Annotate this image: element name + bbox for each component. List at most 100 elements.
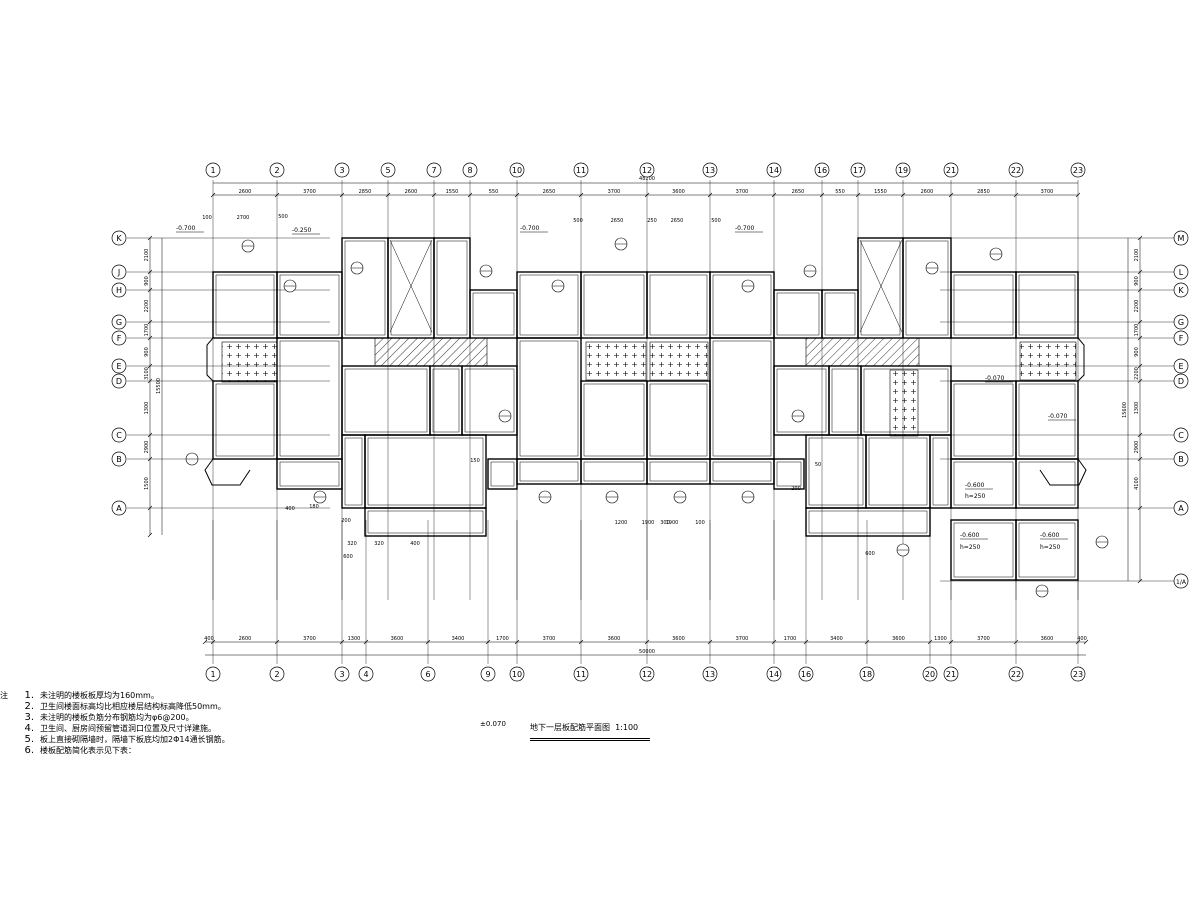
axis-bubble [573, 162, 589, 178]
room-inner-line [583, 274, 645, 336]
elevation-label: -0.070 [985, 375, 1005, 382]
room-wall [805, 434, 867, 509]
void-pattern [1019, 341, 1077, 381]
room-inner-line [583, 383, 645, 457]
axis-bubble [111, 427, 127, 443]
room-wall [580, 380, 648, 460]
dim-tick [147, 235, 153, 241]
dim-overall-top: 48200 [639, 176, 655, 182]
room-inner-line [344, 437, 363, 506]
room-wall [212, 271, 278, 339]
local-dim-text: 320 [374, 541, 384, 547]
axis-label-top: 2 [274, 166, 279, 175]
axis-label-top: 1 [210, 166, 215, 175]
dim-tick [514, 639, 520, 645]
room-wall [341, 237, 389, 339]
dim-tick [707, 639, 713, 645]
room-inner-line [432, 368, 460, 433]
axis-label-top: 21 [946, 166, 956, 175]
axis-label-left: D [116, 377, 122, 386]
local-dim-text: 1200 [615, 520, 628, 526]
room-inner-line [808, 437, 864, 506]
dim-text: 3600 [672, 189, 685, 195]
axis-bubble [814, 162, 830, 178]
dim-text: 2900 [144, 441, 150, 454]
axis-bubble [1008, 162, 1024, 178]
room-inner-line [712, 274, 772, 336]
room-inner-line [279, 274, 340, 336]
dim-text: 550 [835, 189, 845, 195]
dim-tick [1137, 319, 1143, 325]
room-inner-line [649, 274, 708, 336]
dim-tick [1075, 639, 1081, 645]
dim-tick [578, 639, 584, 645]
dim-tick [1083, 639, 1089, 645]
dim-tick [363, 639, 369, 645]
dim-tick [147, 378, 153, 384]
axis-label-left: E [116, 362, 121, 371]
axis-label-bottom: 4 [363, 670, 368, 679]
axis-label-right: D [1178, 377, 1184, 386]
axis-label-top: 23 [1073, 166, 1083, 175]
room-wall [950, 271, 1017, 339]
title-underline [530, 738, 650, 739]
dim-text: 1300 [348, 636, 361, 642]
axis-bubble [269, 162, 285, 178]
bay-window [1039, 458, 1087, 486]
axis-label-left: B [116, 455, 122, 464]
dim-text: 2100 [1134, 249, 1140, 262]
drawing-title-block: ±0.070 地下一层板配筋平面图 1:100 [480, 716, 650, 741]
room-wall [773, 289, 823, 339]
axis-bubble [480, 666, 496, 682]
dim-text: 3700 [303, 636, 316, 642]
note-row: 2.卫生间楼面标高均比相应楼层结构标高降低50mm。 [24, 701, 226, 712]
axis-bubble [1173, 358, 1189, 374]
dim-tick [1075, 192, 1081, 198]
dim-tick [385, 192, 391, 198]
axis-label-top: 12 [642, 166, 652, 175]
axis-label-bottom: 1 [210, 670, 215, 679]
room-inner-line [824, 292, 856, 336]
dim-tick [644, 192, 650, 198]
dim-tick [1137, 578, 1143, 584]
axis-bubble [111, 230, 127, 246]
room-inner-line [472, 292, 515, 336]
axis-label-right: E [1178, 362, 1183, 371]
axis-bubble [1173, 427, 1189, 443]
room-inner-line [464, 368, 515, 433]
dim-text: 2850 [977, 189, 990, 195]
elevation-label: -0.600 [1040, 532, 1060, 539]
axis-bubble [358, 666, 374, 682]
room-wall [516, 271, 582, 339]
title-text: 地下一层板配筋平面图 [530, 723, 610, 732]
dim-text: 1700 [496, 636, 509, 642]
axis-label-bottom: 9 [485, 670, 490, 679]
room-inner-line [953, 383, 1014, 457]
axis-label-left: F [117, 334, 122, 343]
dim-text: 2200 [1134, 300, 1140, 313]
axis-label-right: A [1178, 504, 1184, 513]
axis-label-bottom: 10 [512, 670, 522, 679]
thickness-label: h=250 [1040, 544, 1060, 551]
room-wall [364, 434, 487, 509]
axis-label-right: B [1178, 455, 1184, 464]
room-inner-line [436, 240, 468, 336]
axis-bubble [111, 358, 127, 374]
local-dim-text: 300 [660, 520, 670, 526]
room-wall [902, 237, 952, 339]
local-dim-text: 500 [573, 218, 583, 224]
dim-text: 1500 [144, 477, 150, 490]
note-text: 未注明的楼板负筋分布钢筋均为φ6@200。 [40, 713, 194, 722]
room-inner-line [953, 274, 1014, 336]
axis-bubble [1173, 451, 1189, 467]
axis-label-bottom: 18 [862, 670, 872, 679]
local-dim-text: 100 [695, 520, 705, 526]
dim-tick [274, 192, 280, 198]
local-dim-text: 1900 [642, 520, 655, 526]
axis-bubble [639, 162, 655, 178]
axis-bubble [111, 314, 127, 330]
room-wall [516, 458, 582, 485]
axis-label-left: K [116, 234, 122, 243]
